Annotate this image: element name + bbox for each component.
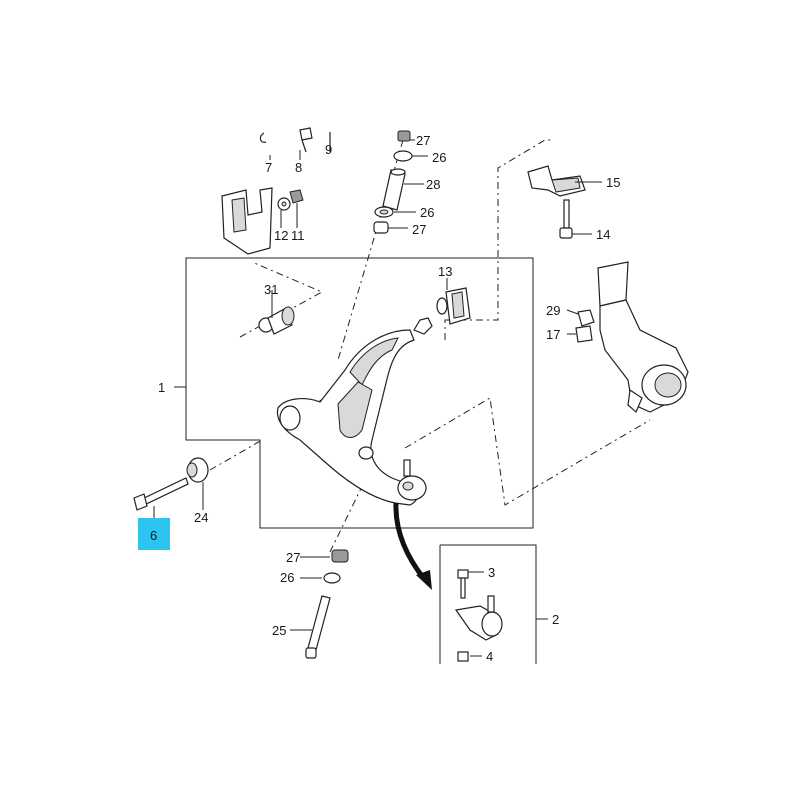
lower-arm-assembly-frame <box>185 257 534 529</box>
callout-31: 31 <box>264 282 278 297</box>
ball-joint-kit-frame <box>439 544 537 664</box>
callout-1: 1 <box>158 380 165 395</box>
callout-11: 11 <box>291 228 305 243</box>
stabilizer-link-upper-stack <box>373 130 413 234</box>
bushing-31 <box>258 306 295 335</box>
ball-joint-arrow-head <box>416 570 432 590</box>
callout-15: 15 <box>606 175 620 190</box>
callout-13: 13 <box>438 264 452 279</box>
callout-27-mid: 27 <box>412 222 426 237</box>
arm-ball-joint <box>397 459 427 501</box>
steering-knuckle <box>597 261 689 413</box>
callout-9: 9 <box>325 142 332 157</box>
callout-3: 3 <box>488 565 495 580</box>
bolt-14 <box>559 199 573 239</box>
ball-joint-kit-parts <box>454 569 503 662</box>
callout-27-bottom: 27 <box>286 550 300 565</box>
centerline-bolt-6 <box>209 439 263 471</box>
callout-26-bottom: 26 <box>280 570 294 585</box>
clip-29 <box>577 309 595 327</box>
centerline-lower-link <box>329 469 371 553</box>
callout-17: 17 <box>546 327 560 342</box>
callout-12: 12 <box>274 228 288 243</box>
callout-4: 4 <box>486 649 493 664</box>
highlight-box-part-6 <box>138 518 170 550</box>
lower-control-arm <box>276 317 433 506</box>
centerline-knuckle <box>404 397 651 506</box>
callout-27-top: 27 <box>416 133 430 148</box>
bracket-15 <box>527 165 586 197</box>
callout-14: 14 <box>596 227 610 242</box>
callout-6: 6 <box>150 528 157 543</box>
callout-26-mid: 26 <box>420 205 434 220</box>
bushing-13 <box>436 287 471 325</box>
centerline-bushing-13 <box>444 139 552 340</box>
callout-2: 2 <box>552 612 559 627</box>
callout-28: 28 <box>426 177 440 192</box>
bolt-6 <box>133 477 189 511</box>
callout-8: 8 <box>295 160 302 175</box>
lower-link-stack <box>305 549 349 659</box>
callout-29: 29 <box>546 303 560 318</box>
stabilizer-bracket-group <box>221 127 331 255</box>
washer-24 <box>186 457 209 483</box>
callout-25: 25 <box>272 623 286 638</box>
callout-7: 7 <box>265 160 272 175</box>
callout-24: 24 <box>194 510 208 525</box>
ball-joint-arrow <box>393 502 427 582</box>
nut-17 <box>575 325 593 343</box>
callout-26-top: 26 <box>432 150 446 165</box>
leader-lines <box>153 139 602 657</box>
